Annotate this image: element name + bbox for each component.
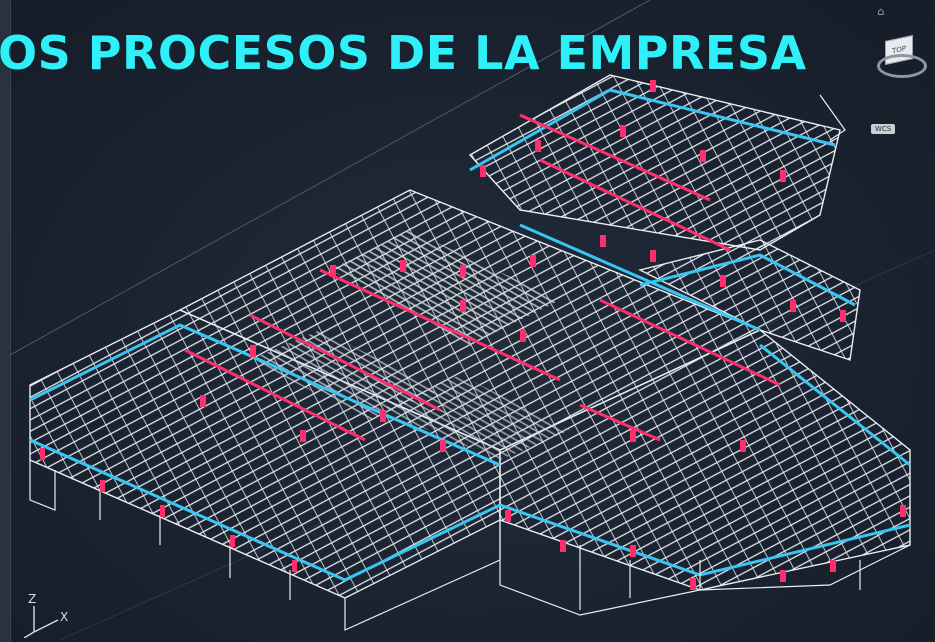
ucs-z-label: Z	[28, 592, 37, 606]
foundation-walls	[29, 460, 911, 631]
columns	[40, 80, 906, 590]
ucs-x-label: X	[60, 610, 69, 624]
home-icon[interactable]: ⌂	[877, 5, 885, 18]
ucs-icon: Z X	[18, 592, 78, 639]
roof-overhang	[819, 94, 846, 141]
overlay-title: OS PROCESOS DE LA EMPRESA	[0, 26, 807, 80]
viewcube-compass-ring[interactable]	[877, 54, 927, 78]
wcs-badge[interactable]: WCS	[871, 124, 896, 134]
perimeter-beams	[29, 88, 911, 582]
left-panel-edge	[0, 0, 11, 642]
viewcube-icon[interactable]: TOP WCS	[871, 32, 931, 134]
primary-girders	[184, 113, 781, 442]
floor-plate-group	[29, 74, 911, 599]
